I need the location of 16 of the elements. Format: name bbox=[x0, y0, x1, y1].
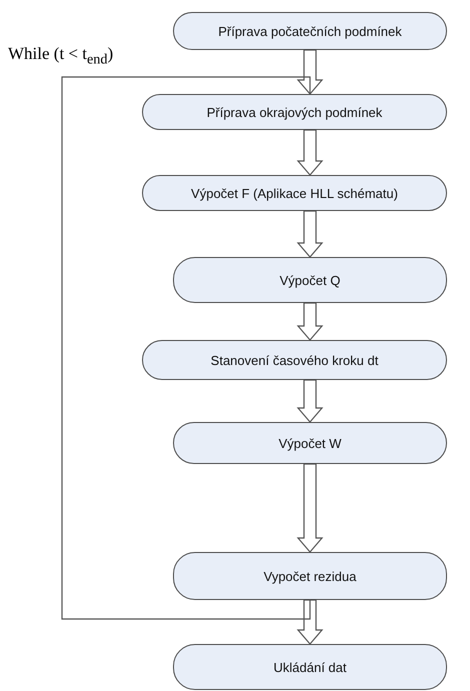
block-arrow bbox=[296, 302, 324, 341]
process-box: Stanovení časového kroku dt bbox=[142, 340, 447, 380]
process-box: Ukládání dat bbox=[173, 644, 447, 690]
block-arrow bbox=[296, 49, 324, 95]
loop-line bbox=[61, 76, 311, 620]
block-arrow bbox=[296, 210, 324, 258]
process-box: Příprava okrajových podmínek bbox=[142, 94, 447, 130]
process-box: Výpočet W bbox=[173, 422, 447, 464]
block-arrow bbox=[296, 379, 324, 423]
process-box: Výpočet F (Aplikace HLL schématu) bbox=[142, 175, 447, 211]
process-box: Výpočet Q bbox=[173, 257, 447, 303]
process-box: Příprava počatečních podmínek bbox=[173, 12, 447, 50]
block-arrow bbox=[296, 129, 324, 176]
block-arrow bbox=[296, 463, 324, 553]
block-arrow bbox=[296, 599, 324, 645]
process-box: Vypočet rezidua bbox=[173, 552, 447, 600]
